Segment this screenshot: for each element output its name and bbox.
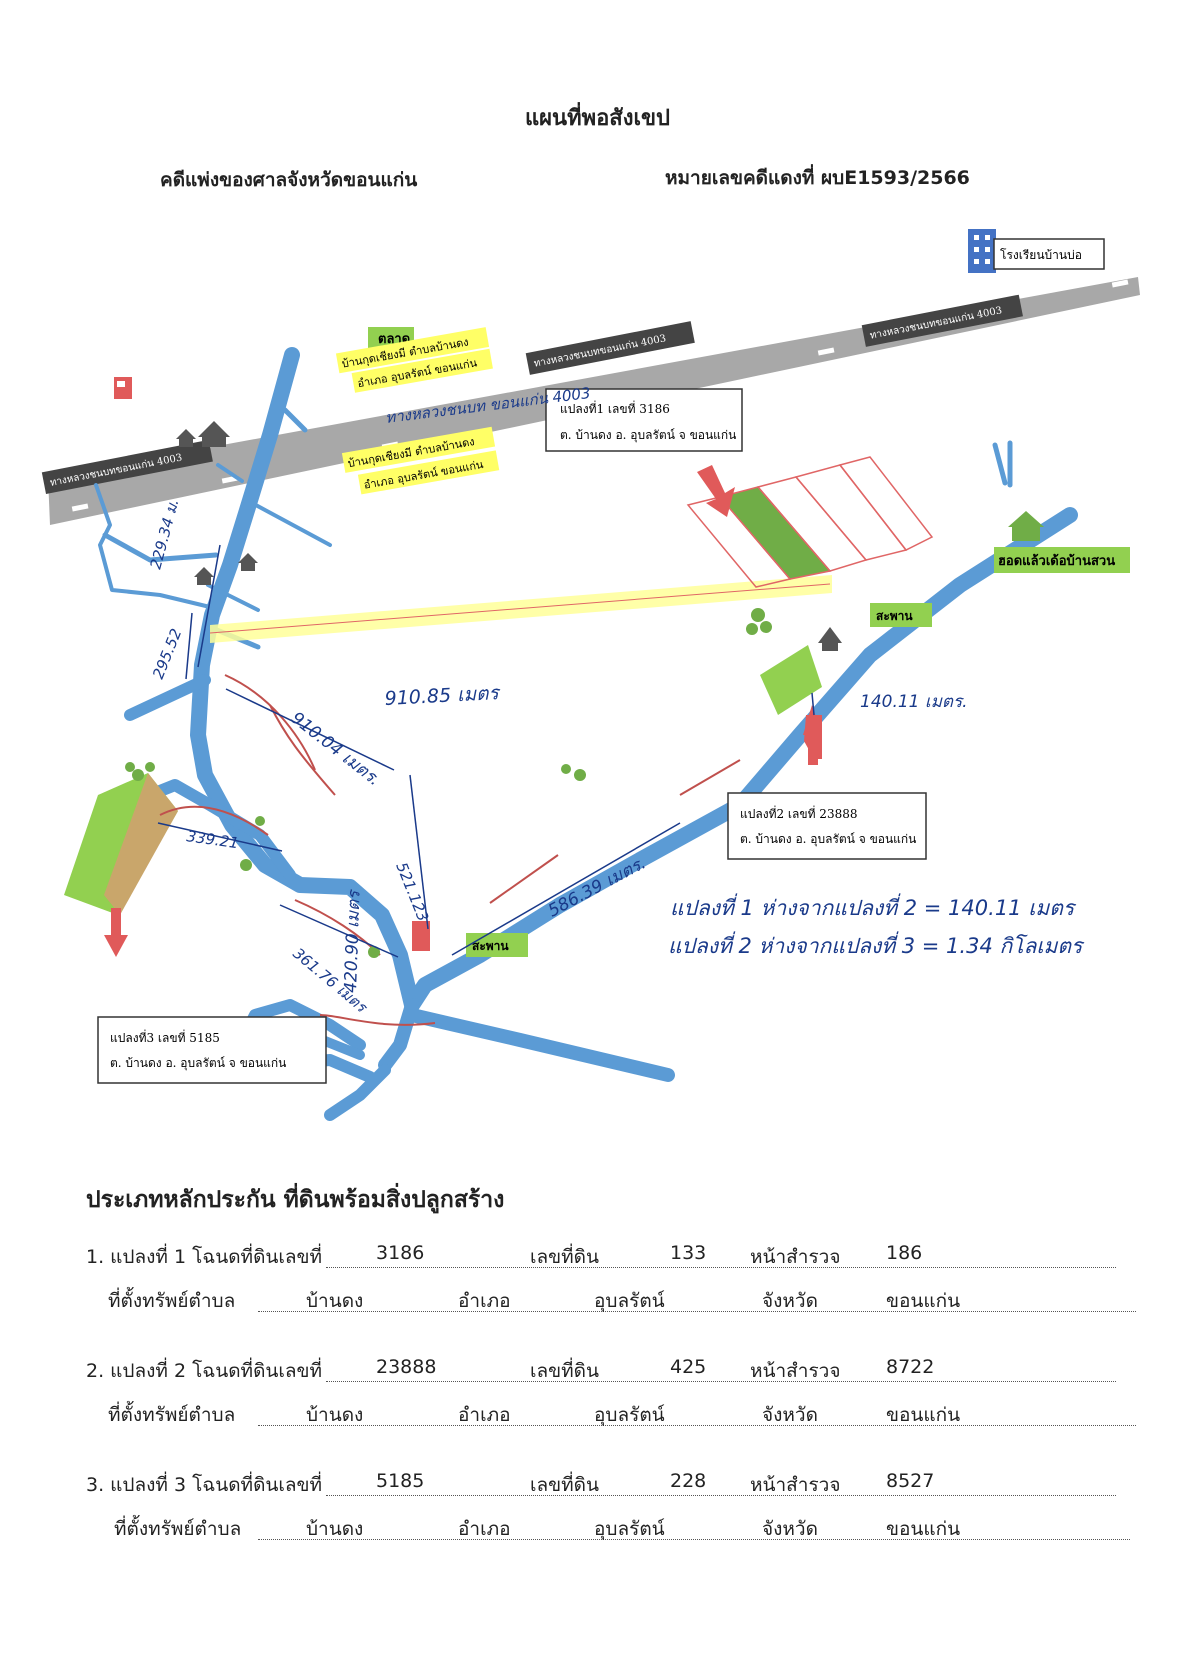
parcel-3-pointer [104,935,128,957]
item-3-survey-no: 8527 [886,1470,935,1492]
parcel-2-land [760,645,822,715]
item-1-deed-no: 3186 [376,1242,425,1264]
item-1-survey-label: หน้าสำรวจ [750,1246,841,1268]
item-3-amphoe: อุบลรัตน์ [594,1518,665,1540]
item-3-loc-label: ที่ตั้งทรัพย์ตำบล [114,1518,242,1540]
bridge-marker [412,921,430,951]
item-2-survey-no: 8722 [886,1356,935,1378]
bridge-bottom-label-box [466,933,528,957]
house-icon [176,421,842,651]
item-3-deed-no: 5185 [376,1470,425,1492]
item-1-amphoe-label: อำเภอ [458,1290,511,1312]
item-2-land-no-label: เลขที่ดิน [530,1360,599,1382]
item-3-land-no: 228 [670,1470,707,1492]
parcel-1-address: ต. บ้านดง อ. อุบลรัตน์ จ ขอนแก่น [560,428,736,443]
parcel-2-arrow-shaft [808,733,818,765]
parcel-3-arrow-shaft [111,908,121,938]
item-2-loc-label: ที่ตั้งทรัพย์ตำบล [108,1404,236,1426]
item-2-prefix: 2. แปลงที่ 2 โฉนดที่ดินเลขที่ [86,1360,323,1382]
parcel-3-address: ต. บ้านดง อ. อุบลรัตน์ จ ขอนแก่น [110,1056,286,1071]
item-1-survey-no: 186 [886,1242,923,1264]
road-sign-right: ทางหลวงชนบทขอนแก่น 4003 [861,294,1023,347]
parcel-3-info-box: แปลงที่3 เลขที่ 5185 ต. บ้านดง อ. อุบลรั… [97,1016,327,1084]
parcel-1-info-box: แปลงที่1 เลขที่ 3186 ต. บ้านดง อ. อุบลรั… [545,388,743,452]
item-3-province: ขอนแก่น [886,1518,961,1540]
item-3-amphoe-label: อำเภอ [458,1518,511,1540]
parcel-1-title: แปลงที่1 เลขที่ 3186 [560,400,670,416]
item-3-land-no-label: เลขที่ดิน [530,1474,599,1496]
item-2-deed-no: 23888 [376,1356,437,1378]
item-3-province-label: จังหวัด [762,1518,818,1540]
distance-910-04: 910.04 เมตร. [287,708,384,790]
parcel-3-title: แปลงที่3 เลขที่ 5185 [110,1029,220,1045]
item-1-loc-label: ที่ตั้งทรัพย์ตำบล [108,1290,236,1312]
item-3-prefix: 3. แปลงที่ 3 โฉนดที่ดินเลขที่ [86,1474,323,1496]
hall-label-box [994,547,1130,573]
school-label: โรงเรียนบ้านบ่อ [1000,248,1082,262]
item-2-land-no: 425 [670,1356,707,1378]
item-1-tambon: บ้านดง [306,1290,364,1312]
parcel-pointer-arrows [104,465,822,957]
collateral-item-1-row-2: ที่ตั้งทรัพย์ตำบล บ้านดง อำเภอ อุบลรัตน์… [108,1286,1136,1314]
collateral-item-3-row-2: ที่ตั้งทรัพย์ตำบล บ้านดง อำเภอ อุบลรัตน์… [114,1514,1130,1542]
distance-521: 521.123 [392,860,432,924]
bridge-top-label: สะพาน [876,609,913,623]
access-road-line [209,583,831,634]
school-label-box [993,238,1105,270]
page-title: แผนที่พอสังเขป [524,106,671,131]
item-2-province: ขอนแก่น [886,1404,961,1426]
item-2-survey-label: หน้าสำรวจ [750,1360,841,1382]
gas-station-icon [114,377,132,399]
collateral-item-2-row-2: ที่ตั้งทรัพย์ตำบล บ้านดง อำเภอ อุบลรัตน์… [108,1400,1136,1428]
item-1-amphoe: อุบลรัตน์ [594,1290,665,1312]
distance-586: 586.39 เมตร. [545,853,649,921]
hall-label: ฮอดแล้วเด้อบ้านสวน [998,553,1115,569]
collateral-item-2-row-1: 2. แปลงที่ 2 โฉนดที่ดินเลขที่ 23888 เลขท… [86,1356,1116,1384]
access-road-highlight [210,575,832,643]
bridge-top-label-box [870,603,932,627]
parcel-3-building-area [104,773,178,915]
bridge-bottom-label: สะพาน [472,939,509,953]
parcel-1-land [718,486,832,580]
item-2-province-label: จังหวัด [762,1404,818,1426]
case-number: หมายเลขคดีแดงที่ ผบE1593/2566 [665,167,970,189]
handwritten-note-1: แปลงที่ 1 ห่างจากแปลงที่ 2 = 140.11 เมตร [670,893,1077,920]
item-3-survey-label: หน้าสำรวจ [750,1474,841,1496]
item-2-amphoe-label: อำเภอ [458,1404,511,1426]
item-1-province: ขอนแก่น [886,1290,961,1312]
parcel-1-pointer [697,465,735,517]
item-2-tambon: บ้านดง [306,1404,364,1426]
market-address: บ้านกุดเชียงมี ตำบลบ้านดง อำเภอ อุบลรัตน… [335,327,493,393]
measurement-lines [157,544,815,958]
item-1-prefix: 1. แปลงที่ 1 โฉนดที่ดินเลขที่ [86,1246,323,1268]
parcel-1-strips [686,456,934,588]
collateral-item-1-row-1: 1. แปลงที่ 1 โฉนดที่ดินเลขที่ 3186 เลขที… [86,1242,1116,1270]
distance-295: 295.52 [149,626,185,681]
item-1-province-label: จังหวัด [762,1290,818,1312]
distance-140-11: 140.11 เมตร. [860,692,967,712]
collateral-heading: ประเภทหลักประกัน ที่ดินพร้อมสิ่งปลูกสร้า… [86,1187,505,1213]
school-icon [968,229,996,273]
collateral-item-3-row-1: 3. แปลงที่ 3 โฉนดที่ดินเลขที่ 5185 เลขที… [86,1470,1116,1498]
item-3-tambon: บ้านดง [306,1518,364,1540]
tree-icon [125,608,772,958]
distance-910-85: 910.85 เมตร [384,682,502,710]
parcel-2-title: แปลงที่2 เลขที่ 23888 [740,805,857,821]
parcel-2-address: ต. บ้านดง อ. อุบลรัตน์ จ ขอนแก่น [740,832,916,847]
hall-house-icon [1008,511,1044,541]
distance-420: 420.90 เมตร [341,889,365,994]
parcel-2-arrowhead [803,705,822,735]
item-1-land-no-label: เลขที่ดิน [530,1246,599,1268]
handwritten-note-2: แปลงที่ 2 ห่างจากแปลงที่ 3 = 1.34 กิโลเม… [668,931,1085,958]
item-2-amphoe: อุบลรัตน์ [594,1404,665,1426]
item-1-land-no: 133 [670,1242,707,1264]
parcel-2-info-box: แปลงที่2 เลขที่ 23888 ต. บ้านดง อ. อุบลร… [727,792,927,860]
court-name: คดีแพ่งของศาลจังหวัดขอนแก่น [160,169,418,191]
sketch-map: ทางหลวงชนบทขอนแก่น 4003 ทางหลวงชนบทขอนแก… [41,229,1140,1121]
